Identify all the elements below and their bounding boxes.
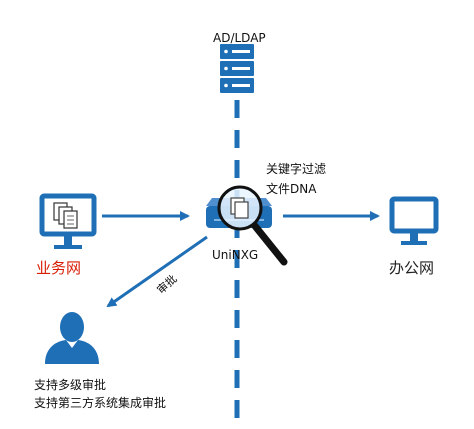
third-party-approval-label: 支持第三方系统集成审批	[34, 396, 167, 410]
multilevel-approval-label: 支持多级审批	[34, 378, 107, 392]
file-dna-label: 文件DNA	[266, 182, 317, 196]
user-icon	[45, 312, 99, 364]
server-icon	[220, 44, 254, 93]
monitor-documents-icon	[39, 193, 97, 249]
business-network-label: 业务网	[36, 259, 82, 277]
keyword-filter-label: 关键字过滤	[266, 162, 327, 176]
arrow-gateway-to-user	[106, 235, 208, 308]
magnifier-icon	[217, 185, 288, 266]
monitor-icon	[389, 196, 439, 245]
ad-ldap-label: AD/LDAP	[213, 31, 266, 45]
gateway-label: UniNXG	[212, 248, 259, 262]
office-network-label: 办公网	[389, 259, 435, 277]
